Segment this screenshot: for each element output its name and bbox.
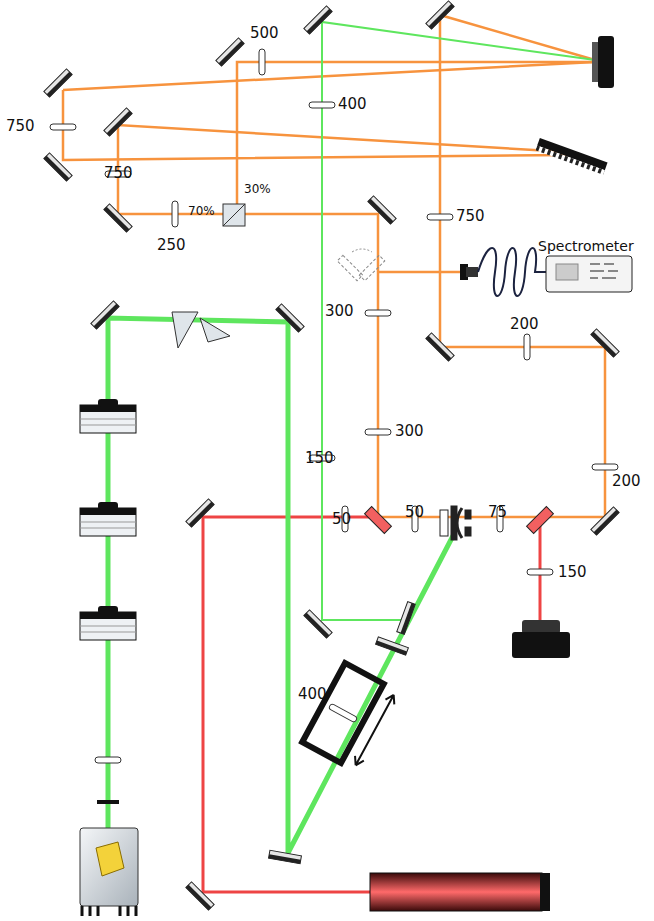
callout-number: 300 <box>395 424 424 439</box>
modulator <box>80 399 136 640</box>
callout-number: 70% <box>188 205 215 217</box>
callout-number: 750 <box>456 209 485 224</box>
node-text: Spectrometer <box>538 238 634 254</box>
callout-number: 250 <box>157 238 186 253</box>
mirror <box>44 1 619 910</box>
callout-number: 30% <box>244 183 271 195</box>
cavity <box>440 506 471 540</box>
callout-number: 200 <box>510 317 539 332</box>
callout-number: 75 <box>488 505 507 520</box>
flip-mirror <box>337 249 384 281</box>
spectrometer-icon <box>546 256 632 292</box>
callout-number: 400 <box>298 687 327 702</box>
callout-number: 500 <box>250 26 279 41</box>
green-beam <box>108 22 595 853</box>
translation-stage <box>302 663 400 772</box>
callout-number: 150 <box>305 451 334 466</box>
photodetector <box>512 620 570 658</box>
camera <box>592 36 614 88</box>
prism-pair <box>172 312 230 348</box>
callout-number: 300 <box>325 304 354 319</box>
probe-laser <box>370 873 550 911</box>
callout-number: 750 <box>6 119 35 134</box>
callout-number: 150 <box>558 565 587 580</box>
dichroic-mirror <box>365 507 392 534</box>
fiber <box>460 248 546 296</box>
callout-number: 750 <box>104 166 133 181</box>
instrument-label: Spectrometer <box>538 236 634 255</box>
callout-number: 50 <box>405 505 424 520</box>
callout-number: 400 <box>338 97 367 112</box>
red-beam <box>203 517 540 892</box>
lens <box>50 49 618 763</box>
callout-number: 50 <box>332 512 351 527</box>
beam-splitter <box>223 204 245 226</box>
pump-laser <box>80 800 138 916</box>
grating <box>535 138 607 175</box>
callout-number: 200 <box>612 474 641 489</box>
orange-beam <box>63 15 605 517</box>
dichroic-mirror <box>527 507 554 534</box>
